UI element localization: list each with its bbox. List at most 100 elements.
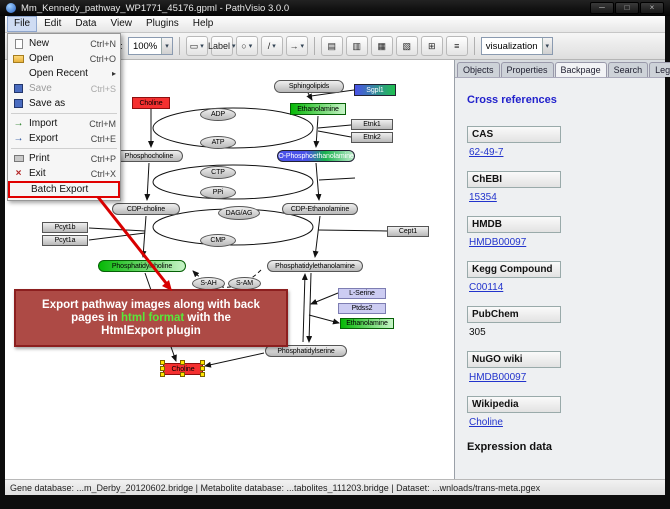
pathway-node-ppi[interactable]: PPi	[200, 186, 236, 199]
menu-plugins[interactable]: Plugins	[145, 18, 179, 29]
title-bar: Mm_Kennedy_pathway_WP1771_45176.gpml - P…	[0, 0, 670, 16]
align-vertical-button[interactable]: ▥	[345, 36, 368, 56]
folder-icon	[13, 54, 24, 63]
connector-tool[interactable]: →▾	[285, 36, 308, 56]
xref-link[interactable]: 15354	[469, 192, 497, 203]
file-menu-item-save-as[interactable]: Save as	[8, 96, 120, 111]
xref-link[interactable]: HMDB00097	[469, 237, 527, 248]
minimize-button[interactable]: ─	[590, 2, 614, 14]
pathway-node-cept1[interactable]: Cept1	[387, 226, 429, 237]
file-menu-item-batch-export[interactable]: Batch Export	[8, 181, 120, 198]
selection-handle[interactable]	[160, 360, 165, 365]
menu-item-shortcut: Ctrl+M	[89, 118, 116, 129]
xref-link[interactable]: 62-49-7	[469, 147, 504, 158]
pathway-node-atp[interactable]: ATP	[200, 136, 236, 149]
pathway-node-etnk1[interactable]: Etnk1	[351, 119, 393, 130]
submenu-arrow-icon: ▸	[111, 69, 116, 78]
menu-edit[interactable]: Edit	[44, 18, 62, 29]
selection-handle[interactable]	[160, 372, 165, 377]
align-horizontal-button-icon: ▤	[327, 40, 337, 51]
pathway-node-etnk2[interactable]: Etnk2	[351, 132, 393, 143]
stack-horizontal-button-icon: ⊞	[427, 40, 436, 51]
distribute-horizontal-button[interactable]: ▦	[370, 36, 393, 56]
pathway-node-l-serine[interactable]: L-Serine	[338, 288, 386, 299]
menu-view[interactable]: View	[110, 18, 132, 29]
stack-horizontal-button[interactable]: ⊞	[420, 36, 443, 56]
selection-handle[interactable]	[200, 360, 205, 365]
selection-handle[interactable]	[200, 372, 205, 377]
pathway-node-ethanolamine[interactable]: Ethanolamine	[340, 318, 394, 329]
gene-product-tool-icon: ▭	[189, 40, 199, 51]
app-icon	[6, 3, 16, 13]
combo-arrow-icon[interactable]: ▾	[541, 38, 553, 54]
shape-tool[interactable]: ○▾	[235, 36, 258, 56]
annotation-line3: HtmlExport plugin	[101, 325, 201, 337]
menu-help[interactable]: Help	[192, 18, 214, 29]
stack-vertical-button[interactable]: ≡	[445, 36, 468, 56]
pathway-node-phosphatidylethanolamine[interactable]: Phosphatidylethanolamine	[267, 260, 363, 272]
connector-tool-icon: →	[289, 40, 299, 51]
tab-properties[interactable]: Properties	[500, 62, 554, 77]
maximize-button[interactable]: □	[615, 2, 639, 14]
menu-file[interactable]: File	[7, 16, 38, 32]
label-tool-label: Label	[208, 41, 231, 51]
tab-search[interactable]: Search	[607, 62, 649, 77]
label-tool[interactable]: Label▾	[208, 36, 236, 56]
toolbar-separator	[473, 37, 475, 55]
side-panel: ObjectsPropertiesBackpageSearchLegend Cr…	[455, 60, 670, 479]
xref-link[interactable]: C00114	[469, 282, 504, 293]
selection-handle[interactable]	[160, 366, 165, 371]
pathway-node-ethanolamine[interactable]: Ethanolamine	[290, 103, 346, 115]
xref-value: 305	[469, 327, 486, 338]
xref-link[interactable]: HMDB00097	[469, 372, 527, 383]
gene-product-tool[interactable]: ▭▾	[185, 36, 208, 56]
pathway-node-choline[interactable]: Choline	[132, 97, 170, 109]
pathway-node-dag-ag[interactable]: DAG/AG	[218, 206, 260, 220]
selection-handle[interactable]	[180, 360, 185, 365]
pathway-node-sgpl1[interactable]: Sgpl1	[354, 84, 396, 96]
pathway-canvas[interactable]: Export pathway images along with back pa…	[5, 60, 455, 479]
tab-backpage[interactable]: Backpage	[554, 62, 607, 77]
selection-handle[interactable]	[200, 366, 205, 371]
distribute-vertical-button[interactable]: ▧	[395, 36, 418, 56]
annotation-line2-pre: pages in	[71, 312, 121, 324]
pathway-node-phosphocholine[interactable]: Phosphocholine	[115, 150, 183, 162]
menu-item-shortcut: Ctrl+X	[90, 168, 116, 179]
zoom-select[interactable]: 100%▾	[127, 37, 173, 55]
pathway-node-phosphatidylcholine[interactable]: Phosphatidylcholine	[98, 260, 186, 272]
selection-handle[interactable]	[180, 372, 185, 377]
close-button[interactable]: ×	[640, 2, 664, 14]
printer-icon	[12, 155, 25, 162]
align-horizontal-button[interactable]: ▤	[320, 36, 343, 56]
pathway-node-ptdss2[interactable]: Ptdss2	[338, 303, 386, 314]
combo-arrow-icon[interactable]: ▾	[161, 38, 172, 54]
pathway-node-cmp[interactable]: CMP	[200, 234, 236, 247]
pathway-node-ctp[interactable]: CTP	[200, 166, 236, 179]
xref-link[interactable]: Choline	[469, 417, 503, 428]
pathway-node-pcyt1a[interactable]: Pcyt1a	[42, 235, 88, 246]
menu-data[interactable]: Data	[75, 18, 97, 29]
pathway-node-phosphatidylserine[interactable]: Phosphatidylserine	[265, 345, 347, 357]
line-tool[interactable]: /▾	[260, 36, 283, 56]
tab-objects[interactable]: Objects	[457, 62, 500, 77]
pathway-node-cdp-ethanolamine[interactable]: CDP-Ethanolamine	[282, 203, 358, 215]
pathway-node-sphingolipids[interactable]: Sphingolipids	[274, 80, 344, 93]
visualization-select[interactable]: visualization▾	[480, 37, 554, 55]
pathway-node-adp[interactable]: ADP	[200, 108, 236, 121]
tab-legend[interactable]: Legend	[649, 62, 670, 77]
file-menu-item-open-recent[interactable]: Open Recent▸	[8, 66, 120, 81]
pathway-node-cdp-choline[interactable]: CDP-choline	[112, 203, 180, 215]
pathway-node-pcyt1b[interactable]: Pcyt1b	[42, 222, 88, 233]
menu-item-shortcut: Ctrl+P	[90, 153, 116, 164]
pathway-node-o-phosphoethanolamine[interactable]: O-Phosphoethanolamine	[277, 150, 355, 162]
